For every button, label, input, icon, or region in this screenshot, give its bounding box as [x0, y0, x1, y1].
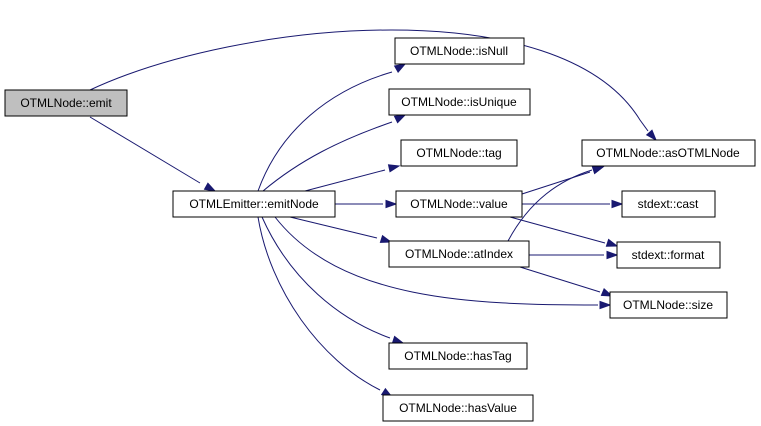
edge-line: [89, 29, 649, 132]
edge-emitNode-to-size: [274, 216, 612, 310]
edge-emitNode-to-hasValue: [257, 216, 394, 398]
node-size[interactable]: OTMLNode::size: [609, 291, 728, 319]
node-atIndex[interactable]: OTMLNode::atIndex: [388, 240, 530, 268]
node-isNull[interactable]: OTMLNode::isNull: [394, 37, 525, 65]
edge-line: [257, 216, 381, 391]
edge-line: [257, 71, 393, 192]
arrowhead-icon: [391, 335, 405, 344]
arrowhead-icon: [600, 288, 614, 297]
arrowhead-icon: [393, 63, 407, 73]
edge-line: [274, 216, 599, 306]
arrowhead-icon: [599, 300, 612, 310]
edge-emit-to-emitNode: [89, 116, 217, 192]
node-asOTMLNode-label: OTMLNode::asOTMLNode: [596, 146, 740, 160]
node-format-label: stdext::format: [632, 248, 705, 262]
arrowhead-icon: [203, 182, 217, 192]
edge-atIndex-to-size: [519, 266, 614, 297]
node-cast[interactable]: stdext::cast: [621, 190, 716, 218]
arrowhead-icon: [385, 199, 398, 209]
call-graph-edges: [89, 29, 657, 398]
node-emit-label: OTMLNode::emit: [20, 96, 112, 110]
edge-line: [262, 121, 393, 192]
node-tag-label: OTMLNode::tag: [416, 146, 501, 160]
edge-emitNode-to-isNull: [257, 63, 407, 192]
arrowhead-icon: [611, 199, 624, 209]
edge-emitNode-to-atIndex: [289, 216, 393, 243]
edge-value-to-format: [509, 216, 619, 247]
node-cast-label: stdext::cast: [638, 197, 699, 211]
node-hasTag[interactable]: OTMLNode::hasTag: [388, 342, 528, 370]
arrowhead-icon: [645, 129, 657, 142]
node-format[interactable]: stdext::format: [616, 241, 721, 269]
node-size-label: OTMLNode::size: [623, 298, 713, 312]
node-value[interactable]: OTMLNode::value: [395, 190, 523, 218]
node-emitNode-label: OTMLEmitter::emitNode: [189, 197, 319, 211]
arrowhead-icon: [379, 234, 393, 243]
edge-emitNode-to-hasTag: [261, 216, 405, 344]
edge-emitNode-to-isUnique: [262, 114, 407, 192]
edge-atIndex-to-format: [529, 250, 619, 260]
node-hasValue[interactable]: OTMLNode::hasValue: [382, 394, 534, 422]
edge-line: [509, 216, 606, 244]
node-tag[interactable]: OTMLNode::tag: [400, 139, 518, 167]
arrowhead-icon: [605, 238, 619, 247]
node-atIndex-label: OTMLNode::atIndex: [405, 247, 513, 261]
node-value-label: OTMLNode::value: [410, 197, 508, 211]
edge-value-to-cast: [522, 199, 624, 209]
edge-line: [521, 171, 591, 195]
edge-emitNode-to-value: [335, 199, 398, 209]
edge-line: [519, 266, 601, 293]
node-isUnique[interactable]: OTMLNode::isUnique: [388, 88, 531, 116]
edge-emitNode-to-tag: [304, 164, 401, 192]
edge-emit-to-asOTMLNode: [89, 29, 657, 142]
edge-line: [289, 216, 378, 239]
node-emit[interactable]: OTMLNode::emit: [4, 89, 128, 117]
edge-line: [261, 216, 391, 339]
node-hasValue-label: OTMLNode::hasValue: [399, 401, 517, 415]
arrowhead-icon: [393, 114, 407, 124]
edge-line: [507, 169, 593, 242]
node-isUnique-label: OTMLNode::isUnique: [401, 95, 517, 109]
edge-line: [89, 116, 201, 184]
node-hasTag-label: OTMLNode::hasTag: [404, 349, 511, 363]
node-asOTMLNode[interactable]: OTMLNode::asOTMLNode: [581, 139, 756, 167]
arrowhead-icon: [606, 250, 619, 260]
node-isNull-label: OTMLNode::isNull: [410, 44, 508, 58]
node-emitNode[interactable]: OTMLEmitter::emitNode: [172, 190, 336, 218]
arrowhead-icon: [387, 164, 401, 173]
edge-line: [304, 169, 386, 192]
arrowhead-icon: [592, 165, 606, 174]
